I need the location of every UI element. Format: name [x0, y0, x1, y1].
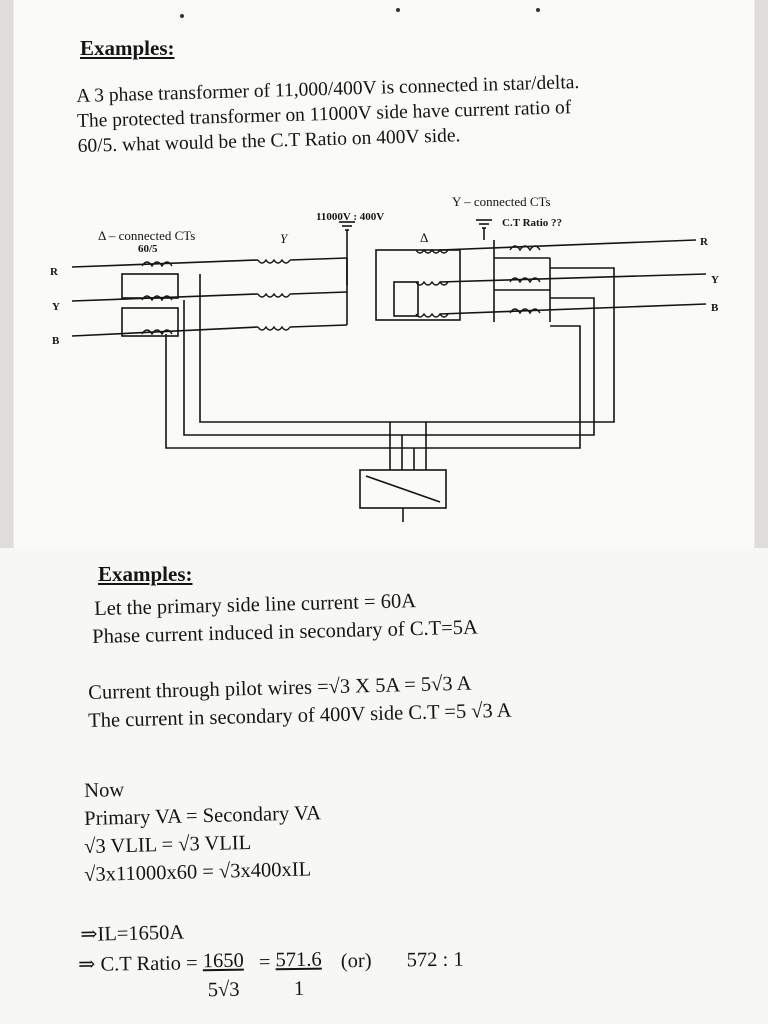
- fraction-2-num: 571.6: [275, 948, 322, 972]
- ratio-prefix: ⇒ C.T Ratio =: [78, 952, 203, 976]
- solution-line: ⇒IL=1650A: [80, 921, 185, 946]
- speck: [180, 14, 184, 18]
- phase-label-y: Y: [52, 301, 60, 313]
- lv-delta-winding: [375, 248, 461, 321]
- phase-label-b-right: B: [711, 302, 719, 314]
- or-text: (or): [340, 949, 372, 973]
- solution-line: Let the primary side line current = 60A: [94, 590, 417, 620]
- speck: [396, 8, 400, 12]
- phase-label-y-right: Y: [711, 274, 719, 286]
- pilot-wires: [165, 267, 615, 470]
- fraction-1-num: 1650: [202, 949, 244, 973]
- equals-sign: =: [258, 951, 271, 974]
- right-primary-lines: [439, 239, 707, 322]
- phase-label-r-right: R: [700, 236, 709, 248]
- speck: [536, 8, 540, 12]
- earth-symbol: [476, 219, 492, 240]
- solution-line: Now: [84, 779, 125, 802]
- fraction-2: 571.6 1: [275, 949, 322, 1002]
- solution-line: Primary VA = Secondary VA: [84, 802, 322, 830]
- hv-star-winding: [257, 257, 348, 331]
- differential-relay: [359, 469, 447, 522]
- heading-examples: Examples:: [80, 36, 175, 60]
- fraction-1-den: 5√3: [207, 978, 240, 1002]
- lv-winding-label: Δ: [420, 230, 428, 245]
- page-bottom: Examples: Let the primary side line curr…: [0, 548, 768, 1024]
- problem-statement: A 3 phase transformer of 11,000/400V is …: [76, 67, 698, 159]
- solution-line: Current through pilot wires =√3 X 5A = 5…: [88, 672, 472, 704]
- phase-label-r: R: [50, 266, 59, 278]
- phase-label-b: B: [52, 335, 60, 347]
- protection-diagram: Δ – connected CTs 60/5 Y 11000V : 400V Δ…: [50, 194, 719, 522]
- solution-line: √3x11000x60 = √3x400xIL: [84, 858, 312, 886]
- fraction-2-den: 1: [293, 977, 305, 1000]
- solution-line: The current in secondary of 400V side C.…: [88, 699, 512, 732]
- left-primary-lines: [71, 259, 259, 337]
- final-ratio: 572 : 1: [406, 948, 464, 972]
- page-top: Examples: A 3 phase transformer of 11,00…: [14, 0, 754, 548]
- solution-line: Phase current induced in secondary of C.…: [92, 616, 479, 648]
- ct-ratio-result: ⇒ C.T Ratio = 1650 5√3 = 571.6 1 (or) 57…: [78, 947, 464, 1004]
- solution-line: √3 VLIL = √3 VLIL: [84, 831, 252, 858]
- left-ct-label: Δ – connected CTs: [98, 228, 195, 243]
- voltage-label: 11000V : 400V: [316, 211, 384, 223]
- left-ct-ratio: 60/5: [138, 243, 158, 255]
- right-ct-label: Y – connected CTs: [452, 194, 551, 209]
- right-ct-ratio: C.T Ratio ??: [502, 217, 562, 229]
- heading-examples-2: Examples:: [98, 562, 193, 586]
- hv-winding-label: Y: [280, 231, 289, 246]
- fraction-1: 1650 5√3: [203, 950, 245, 1003]
